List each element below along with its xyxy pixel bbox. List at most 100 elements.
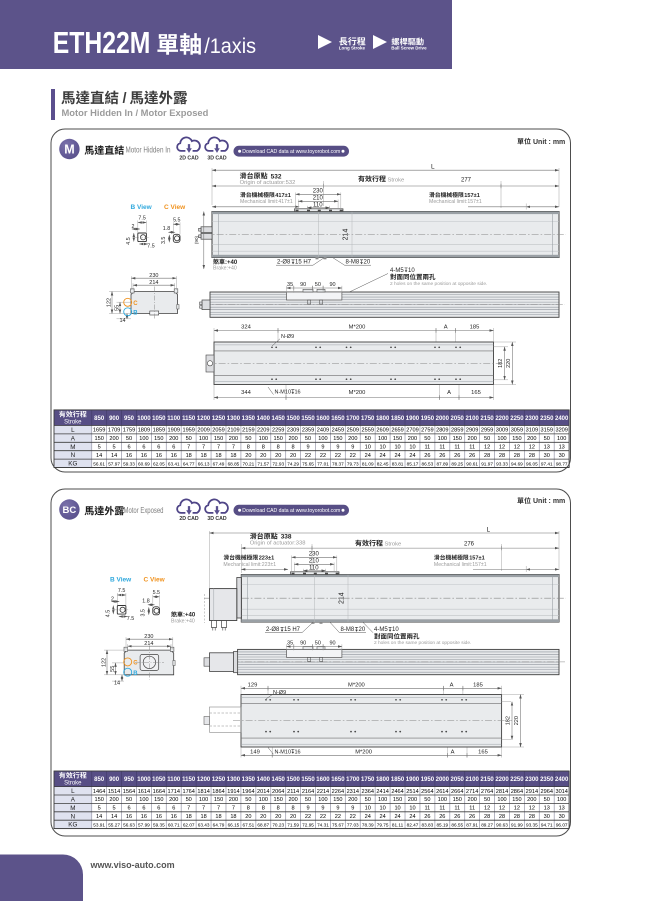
svg-text:C View: C View [164, 204, 186, 211]
svg-text:50: 50 [305, 436, 311, 442]
svg-text::+40: :+40 [183, 613, 196, 619]
svg-text:96.05: 96.05 [526, 461, 538, 466]
svg-text:2D CAD: 2D CAD [179, 516, 199, 522]
svg-text:1850: 1850 [391, 777, 405, 783]
svg-text:100: 100 [378, 797, 387, 803]
svg-text:N: N [71, 813, 76, 820]
svg-text:91.97: 91.97 [481, 461, 493, 466]
svg-text:11: 11 [469, 445, 475, 451]
svg-text:24: 24 [394, 453, 400, 459]
svg-text:7: 7 [217, 445, 220, 451]
svg-text:B: B [133, 671, 138, 677]
svg-text:A: A [451, 749, 455, 755]
svg-text:100: 100 [139, 797, 148, 803]
svg-text:78.39: 78.39 [362, 822, 374, 827]
svg-text:1300: 1300 [227, 416, 241, 422]
svg-text:150: 150 [453, 797, 462, 803]
svg-text:20: 20 [275, 814, 281, 820]
svg-text:30: 30 [544, 814, 550, 820]
svg-text:223±1: 223±1 [259, 556, 275, 562]
svg-text:2909: 2909 [466, 428, 478, 434]
svg-text:M*200: M*200 [355, 749, 372, 755]
svg-text:A: A [71, 435, 76, 442]
svg-text:13: 13 [559, 806, 565, 812]
svg-text:50: 50 [424, 797, 430, 803]
svg-text:15 H7: 15 H7 [284, 627, 301, 633]
svg-text:L: L [487, 526, 491, 533]
svg-text:79.75: 79.75 [377, 822, 389, 827]
svg-text:BC: BC [63, 505, 77, 516]
svg-text:26: 26 [439, 814, 445, 820]
svg-text:1100: 1100 [167, 416, 181, 422]
svg-text:1900: 1900 [406, 777, 420, 783]
svg-text:12: 12 [499, 806, 505, 812]
svg-text:11: 11 [454, 806, 460, 812]
svg-text:4-M5: 4-M5 [374, 627, 388, 633]
svg-text:210: 210 [313, 196, 324, 202]
svg-text:16: 16 [295, 390, 301, 396]
svg-text:2459: 2459 [332, 428, 344, 434]
svg-text:53.91: 53.91 [93, 822, 105, 827]
svg-text:28: 28 [484, 453, 490, 459]
svg-text:200: 200 [348, 797, 357, 803]
svg-text:7.5: 7.5 [127, 616, 134, 622]
svg-text:13: 13 [544, 445, 550, 451]
svg-text:185: 185 [470, 324, 480, 330]
svg-text:2400: 2400 [555, 777, 569, 783]
svg-text:L: L [431, 163, 435, 170]
svg-text:A: A [450, 683, 454, 689]
svg-text:2250: 2250 [510, 777, 524, 783]
svg-text:50: 50 [186, 436, 192, 442]
svg-text:L: L [71, 788, 75, 795]
svg-text:1759: 1759 [123, 428, 135, 434]
svg-text:L: L [71, 427, 75, 434]
svg-text:66.15: 66.15 [228, 822, 240, 827]
svg-text:KG: KG [68, 822, 77, 829]
svg-text:3109: 3109 [526, 428, 538, 434]
svg-text:82.47: 82.47 [407, 822, 419, 827]
svg-text:15 H7: 15 H7 [295, 260, 312, 266]
svg-text:26: 26 [424, 814, 430, 820]
svg-text:75.67: 75.67 [332, 822, 344, 827]
svg-text:N: N [71, 452, 76, 459]
svg-text:72.93: 72.93 [272, 461, 284, 466]
svg-text:Long Stroke: Long Stroke [339, 46, 366, 51]
svg-text:16: 16 [295, 749, 301, 755]
svg-text:850: 850 [94, 777, 105, 783]
svg-text:1564: 1564 [123, 789, 135, 795]
svg-text:24: 24 [409, 453, 415, 459]
svg-text:149: 149 [250, 749, 260, 755]
svg-text:2400: 2400 [555, 416, 569, 422]
svg-text:/1axis: /1axis [204, 35, 256, 58]
svg-text:Stroke: Stroke [388, 177, 405, 183]
svg-text:1614: 1614 [138, 789, 150, 795]
svg-text:18: 18 [215, 453, 221, 459]
svg-text:2964: 2964 [541, 789, 553, 795]
svg-text:220: 220 [506, 359, 512, 368]
svg-text:Stroke: Stroke [385, 542, 402, 548]
svg-text:2614: 2614 [436, 789, 448, 795]
svg-text:8: 8 [292, 445, 295, 451]
svg-text:2814: 2814 [496, 789, 508, 795]
svg-text:1859: 1859 [153, 428, 165, 434]
svg-text:150: 150 [154, 436, 163, 442]
svg-text:A: A [447, 390, 451, 396]
svg-text:10: 10 [380, 806, 386, 812]
svg-text:230: 230 [144, 634, 153, 640]
svg-text:6: 6 [127, 445, 130, 451]
svg-text:100: 100 [259, 797, 268, 803]
svg-text:950: 950 [124, 416, 135, 422]
svg-text:20: 20 [245, 453, 251, 459]
svg-text:100: 100 [378, 436, 387, 442]
svg-text:1000: 1000 [137, 777, 151, 783]
svg-text:20: 20 [275, 453, 281, 459]
svg-text:Download CAD data at www.toyor: Download CAD data at www.toyorobot.com [242, 508, 340, 514]
svg-text:6: 6 [142, 445, 145, 451]
svg-text:8: 8 [277, 445, 280, 451]
svg-text:11: 11 [469, 806, 475, 812]
svg-text:M: M [64, 143, 74, 157]
svg-text:66.13: 66.13 [198, 461, 210, 466]
svg-text:1200: 1200 [197, 777, 211, 783]
svg-text:56.61: 56.61 [93, 461, 105, 466]
svg-text:62.07: 62.07 [183, 822, 195, 827]
